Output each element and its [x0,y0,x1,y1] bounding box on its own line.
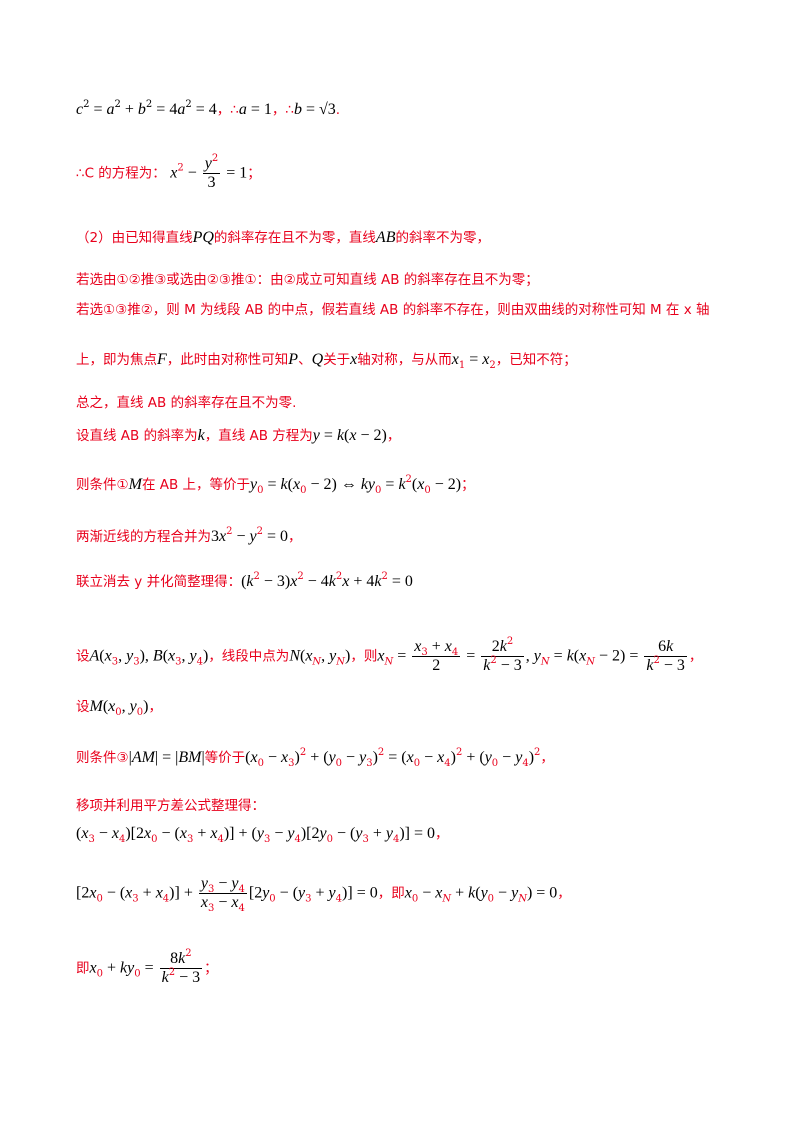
equation-c-squared: c2 = a2 + b2 = 4a2 = 4，∴a = 1，∴b = √3. [76,99,341,119]
condition-3: 则条件③|AM| = |BM|等价于(x0 − x3)2 + (y0 − y3)… [76,747,554,769]
midpoint-n: 设A(x3, y3), B(x3, y4)，线段中点为N(xN, yN)，则xN… [76,636,703,675]
case-text-1: 若选由①②推③或选由②③推①：由②成立可知直线 AB 的斜率存在且不为零； [76,272,539,288]
difference-of-squares: (x3 − x4)[2x0 − (x3 + x4)] + (y3 − y4)[2… [76,825,449,845]
rearrange-text: 移项并利用平方差公式整理得： [76,798,265,814]
part-2-intro: （2）由已知得直线PQ的斜率存在且不为零，直线AB的斜率不为零， [76,229,490,246]
case-text-3: 上，即为焦点F，此时由对称性可知P、Q关于x轴对称，与从而x1 = x2，已知不… [76,351,577,371]
line-ab-equation: 设直线 AB 的斜率为k，直线 AB 方程为y = k(x − 2)， [76,427,401,444]
conclusion-slope: 总之，直线 AB 的斜率存在且不为零. [76,395,297,411]
combined-equation: 联立消去 y 并化简整理得：(k2 − 3)x2 − 4k2x + 4k2 = … [76,571,413,591]
case-text-2: 若选①③推②，则 M 为线段 AB 的中点，假若直线 AB 的斜率不存在，则由双… [76,302,710,318]
asymptotes-equation: 两渐近线的方程合并为3x2 − y2 = 0， [76,526,302,546]
condition-1: 则条件①M在 AB 上，等价于y0 = k(x0 − 2) ⇔ ky0 = k2… [76,474,475,496]
point-m: 设M(x0, y0)， [76,698,162,718]
